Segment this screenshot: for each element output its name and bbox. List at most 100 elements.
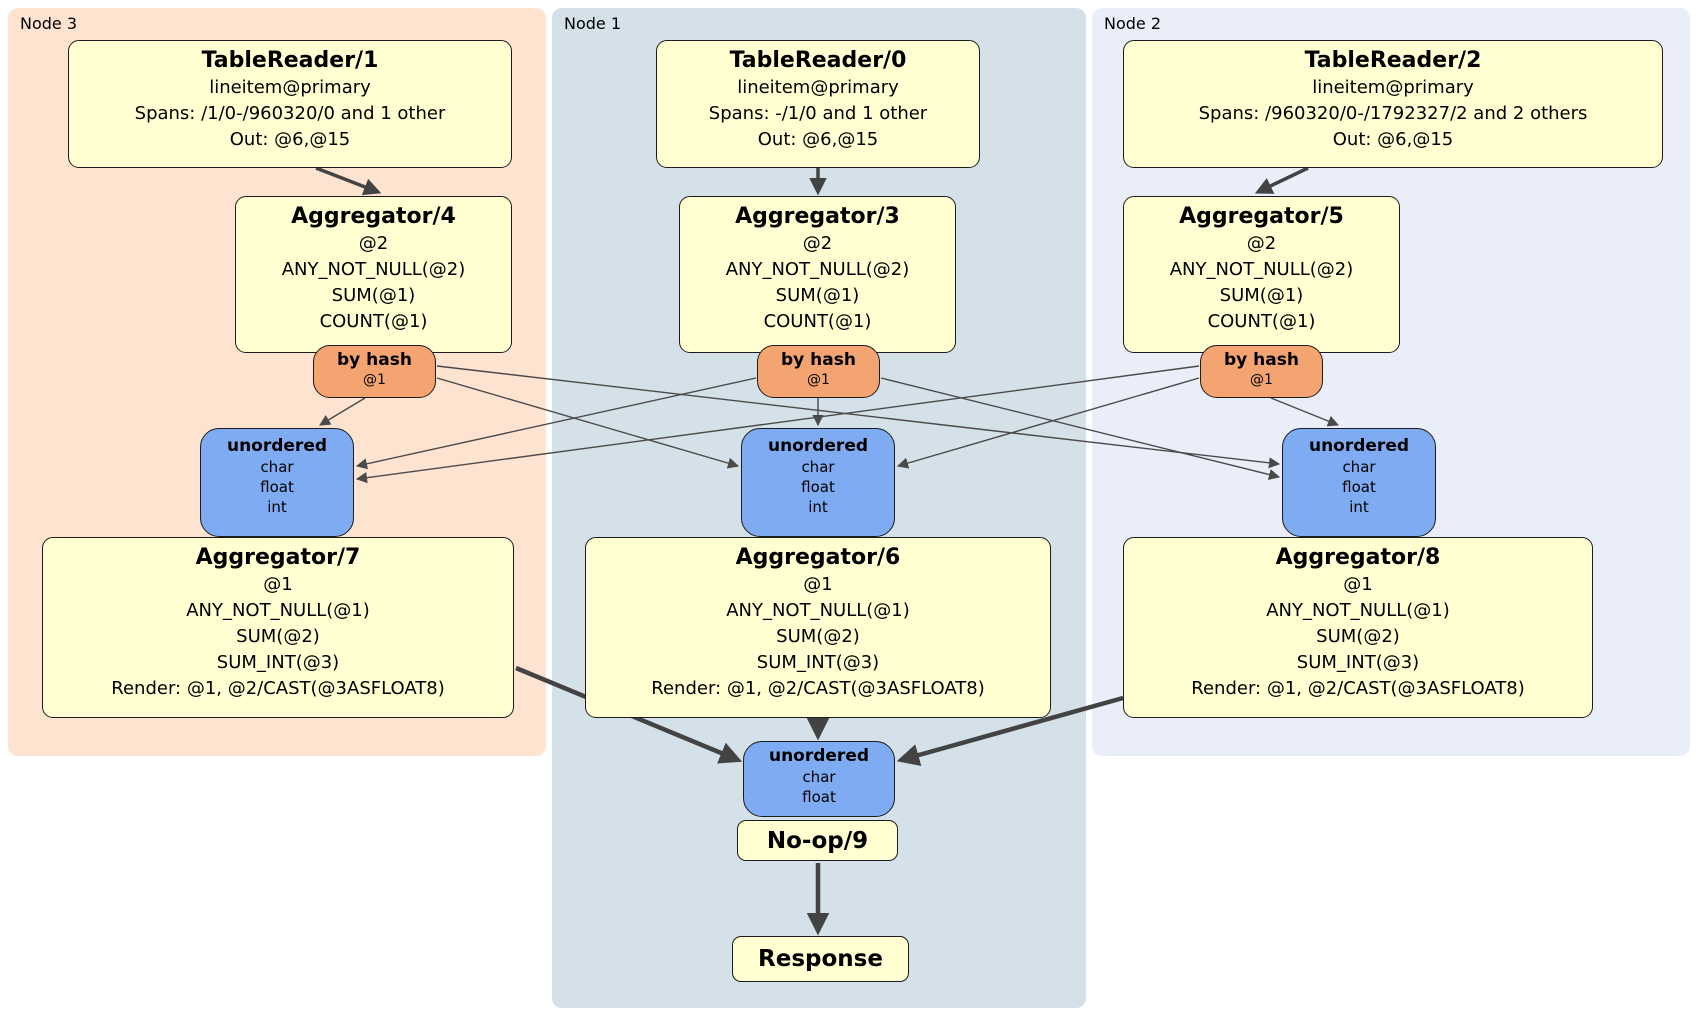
processor-line: @2 bbox=[358, 233, 389, 254]
processor-tablereader-2: TableReader/2 lineitem@primary Spans: /9… bbox=[1123, 40, 1663, 168]
router-title: by hash bbox=[781, 350, 856, 370]
processor-title: Aggregator/8 bbox=[1275, 545, 1441, 570]
processor-line: lineitem@primary bbox=[209, 77, 371, 98]
processor-line: Spans: /960320/0-/1792327/2 and 2 others bbox=[1198, 103, 1588, 124]
sync-type: float bbox=[260, 478, 294, 496]
processor-aggregator-7: Aggregator/7 @1 ANY_NOT_NULL(@1) SUM(@2)… bbox=[42, 537, 514, 718]
router-by-hash-node2: by hash @1 bbox=[1200, 345, 1323, 398]
node1-label: Node 1 bbox=[564, 14, 622, 33]
sync-title: unordered bbox=[1308, 436, 1410, 456]
processor-aggregator-4: Aggregator/4 @2 ANY_NOT_NULL(@2) SUM(@1)… bbox=[235, 196, 512, 353]
edge-hash3-unordered2 bbox=[436, 365, 1281, 469]
processor-line: @2 bbox=[1246, 233, 1277, 254]
processor-title: TableReader/1 bbox=[201, 48, 379, 73]
sync-title: unordered bbox=[767, 436, 869, 456]
edge-hash2-unordered2 bbox=[1270, 397, 1340, 427]
sync-unordered-node3: unordered char float int bbox=[200, 428, 354, 537]
processor-line: COUNT(@1) bbox=[1207, 311, 1316, 332]
processor-title: Aggregator/7 bbox=[195, 545, 361, 570]
sync-type: float bbox=[801, 478, 835, 496]
processor-aggregator-3: Aggregator/3 @2 ANY_NOT_NULL(@2) SUM(@1)… bbox=[679, 196, 956, 353]
edge-hash3-unordered3 bbox=[319, 397, 366, 426]
processor-title: TableReader/2 bbox=[1304, 48, 1482, 73]
edge-tablereader1-aggregator4 bbox=[315, 166, 382, 196]
processor-line: SUM(@2) bbox=[776, 626, 860, 647]
edge-hash2-unordered3 bbox=[355, 365, 1200, 484]
router-title: by hash bbox=[1224, 350, 1299, 370]
processor-line: ANY_NOT_NULL(@2) bbox=[281, 259, 466, 280]
router-detail: @1 bbox=[807, 372, 830, 388]
sync-type: float bbox=[802, 788, 836, 806]
sync-type: char bbox=[260, 458, 294, 476]
edge-hash3-unordered1 bbox=[436, 377, 740, 469]
node3-label: Node 3 bbox=[20, 14, 78, 33]
processor-line: SUM_INT(@3) bbox=[1296, 652, 1420, 673]
processor-line: Render: @1, @2/CAST(@3ASFLOAT8) bbox=[111, 678, 445, 699]
processor-title: No-op/9 bbox=[766, 827, 869, 854]
router-detail: @1 bbox=[363, 372, 386, 388]
processor-line: Out: @6,@15 bbox=[229, 129, 351, 150]
processor-line: Render: @1, @2/CAST(@3ASFLOAT8) bbox=[1191, 678, 1525, 699]
processor-title: Aggregator/3 bbox=[735, 204, 900, 229]
processor-line: SUM(@1) bbox=[331, 285, 416, 306]
sync-type: char bbox=[801, 458, 835, 476]
processor-noop-9: No-op/9 bbox=[737, 820, 898, 861]
processor-line: SUM_INT(@3) bbox=[756, 652, 880, 673]
processor-line: Out: @6,@15 bbox=[757, 129, 879, 150]
processor-aggregator-6: Aggregator/6 @1 ANY_NOT_NULL(@1) SUM(@2)… bbox=[585, 537, 1051, 718]
processor-tablereader-1: TableReader/1 lineitem@primary Spans: /1… bbox=[68, 40, 512, 168]
processor-line: Render: @1, @2/CAST(@3ASFLOAT8) bbox=[651, 678, 985, 699]
router-by-hash-node3: by hash @1 bbox=[313, 345, 436, 398]
processor-line: ANY_NOT_NULL(@2) bbox=[1169, 259, 1354, 280]
sync-type: int bbox=[1349, 498, 1369, 516]
edge-hash1-unordered3 bbox=[355, 377, 757, 470]
processor-line: @1 bbox=[1343, 574, 1373, 595]
processor-line: ANY_NOT_NULL(@1) bbox=[726, 600, 910, 621]
sync-type: int bbox=[808, 498, 828, 516]
processor-line: SUM(@1) bbox=[775, 285, 860, 306]
processor-line: ANY_NOT_NULL(@2) bbox=[725, 259, 910, 280]
processor-line: SUM(@2) bbox=[236, 626, 320, 647]
processor-line: SUM_INT(@3) bbox=[216, 652, 340, 673]
processor-line: COUNT(@1) bbox=[763, 311, 872, 332]
processor-line: SUM(@1) bbox=[1219, 285, 1304, 306]
processor-line: @1 bbox=[803, 574, 833, 595]
sync-unordered-final: unordered char float bbox=[743, 741, 895, 817]
processor-line: COUNT(@1) bbox=[319, 311, 428, 332]
router-detail: @1 bbox=[1250, 372, 1273, 388]
processor-line: @2 bbox=[802, 233, 833, 254]
processor-line: Spans: -/1/0 and 1 other bbox=[708, 103, 928, 124]
processor-title: Aggregator/6 bbox=[735, 545, 901, 570]
processor-line: Out: @6,@15 bbox=[1332, 129, 1454, 150]
processor-line: Spans: /1/0-/960320/0 and 1 other bbox=[134, 103, 446, 124]
sync-type: int bbox=[267, 498, 287, 516]
processor-line: @1 bbox=[263, 574, 293, 595]
sync-type: char bbox=[1342, 458, 1376, 476]
sync-type: float bbox=[1342, 478, 1376, 496]
edge-tablereader2-aggregator5 bbox=[1254, 166, 1309, 194]
router-by-hash-node1: by hash @1 bbox=[757, 345, 880, 398]
processor-aggregator-5: Aggregator/5 @2 ANY_NOT_NULL(@2) SUM(@1)… bbox=[1123, 196, 1400, 353]
sync-title: unordered bbox=[768, 746, 870, 766]
sync-unordered-node2: unordered char float int bbox=[1282, 428, 1436, 537]
processor-line: SUM(@2) bbox=[1316, 626, 1400, 647]
processor-line: lineitem@primary bbox=[1312, 77, 1474, 98]
processor-line: ANY_NOT_NULL(@1) bbox=[1266, 600, 1450, 621]
processor-line: ANY_NOT_NULL(@1) bbox=[186, 600, 370, 621]
edge-hash2-unordered1 bbox=[896, 377, 1200, 469]
processor-tablereader-0: TableReader/0 lineitem@primary Spans: -/… bbox=[656, 40, 980, 168]
processor-title: Response bbox=[758, 946, 883, 972]
sync-unordered-node1: unordered char float int bbox=[741, 428, 895, 537]
processor-line: lineitem@primary bbox=[737, 77, 899, 98]
processor-title: Aggregator/4 bbox=[291, 204, 456, 229]
processor-title: TableReader/0 bbox=[729, 48, 907, 73]
processor-response: Response bbox=[732, 936, 909, 982]
sync-title: unordered bbox=[226, 436, 328, 456]
edge-aggregator8-final-unordered bbox=[896, 695, 1124, 766]
edge-hash1-unordered2 bbox=[880, 377, 1281, 481]
sync-type: char bbox=[802, 768, 836, 786]
processor-aggregator-8: Aggregator/8 @1 ANY_NOT_NULL(@1) SUM(@2)… bbox=[1123, 537, 1593, 718]
node2-label: Node 2 bbox=[1104, 14, 1162, 33]
processor-title: Aggregator/5 bbox=[1179, 204, 1344, 229]
